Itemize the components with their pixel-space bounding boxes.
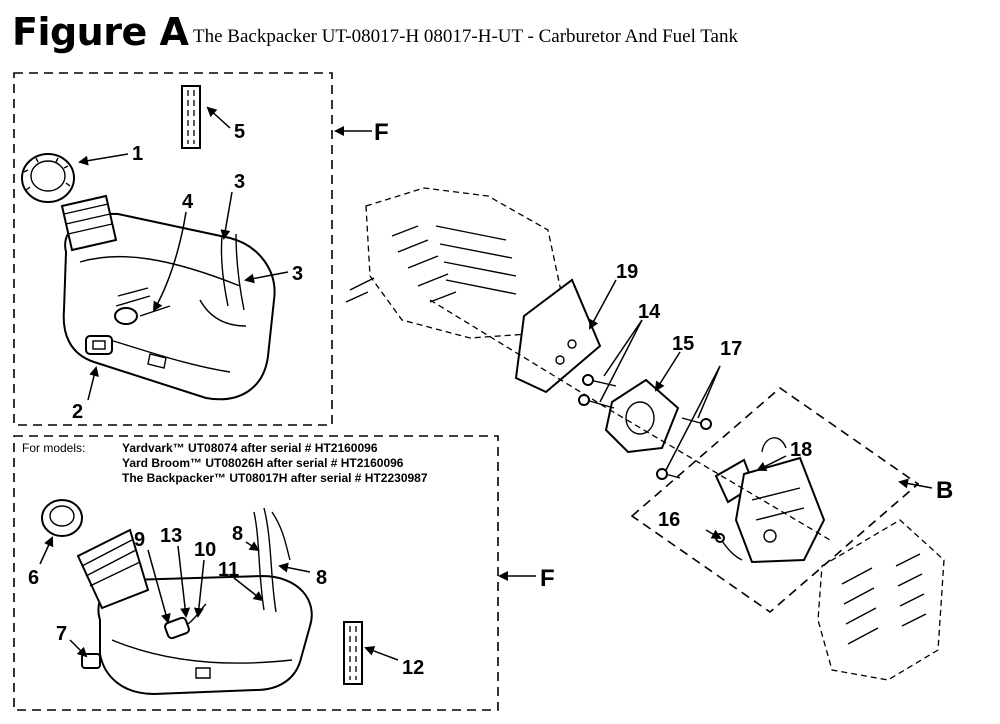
callout-7: 7 (56, 623, 67, 645)
callout-15: 16 (658, 509, 680, 531)
callout-1: 1 (132, 143, 143, 165)
label-strip-upper (181, 85, 201, 149)
carb-group-box (630, 386, 920, 614)
grommet-lower (81, 653, 101, 669)
callout-14: 18 (790, 439, 812, 461)
fuel-lines-upper (199, 233, 247, 327)
callout-11: 11 (218, 559, 239, 581)
label-strip-lower (343, 621, 363, 685)
callout-3b: 3 (292, 263, 303, 285)
callout-6: 6 (28, 567, 39, 589)
callout-12: 12 (402, 657, 424, 679)
models-note-prefix: For models: (22, 441, 85, 455)
callout-13: 13 (160, 525, 182, 547)
fuel-cap-upper (21, 153, 75, 203)
callout-19: 17 (720, 338, 742, 360)
upper-tank-group-box (13, 72, 333, 426)
fuel-cap-lower (41, 499, 83, 537)
group-label-f-lower: F (540, 565, 555, 592)
callout-9: 9 (134, 529, 145, 551)
callout-2: 2 (72, 401, 83, 423)
tank-neck (60, 194, 118, 252)
figure-subtitle: The Backpacker UT-08017-H 08017-H-UT - C… (193, 26, 738, 47)
tank-neck-lower (76, 528, 150, 610)
assembly-axis (429, 299, 831, 541)
group-label-b: B (936, 477, 953, 504)
callout-10: 10 (194, 539, 216, 561)
callout-17: 14 (638, 301, 661, 323)
callout-8b: 8 (316, 567, 327, 589)
callout-3a: 3 (234, 171, 245, 193)
callout-16: 19 (616, 261, 638, 283)
screws-19 (656, 417, 712, 480)
models-note-line-3: The Backpacker™ UT08017H after serial # … (122, 471, 428, 485)
engine-block-upper (345, 187, 563, 339)
figure-heading: Figure A (12, 10, 189, 54)
gasket (514, 278, 602, 394)
carb-adapter (604, 378, 680, 454)
callout-18: 15 (672, 333, 694, 355)
engine-block-lower (817, 519, 945, 681)
models-note-line-2: Yard Broom™ UT08026H after serial # HT21… (122, 456, 404, 470)
callout-8a: 8 (232, 523, 243, 545)
callout-5: 5 (234, 121, 245, 143)
group-label-f-upper: F (374, 119, 389, 146)
grommet-upper (85, 335, 113, 355)
models-note-line-1: Yardvark™ UT08074 after serial # HT21600… (122, 441, 378, 455)
callout-4: 4 (182, 191, 194, 213)
screws-17 (578, 374, 617, 409)
